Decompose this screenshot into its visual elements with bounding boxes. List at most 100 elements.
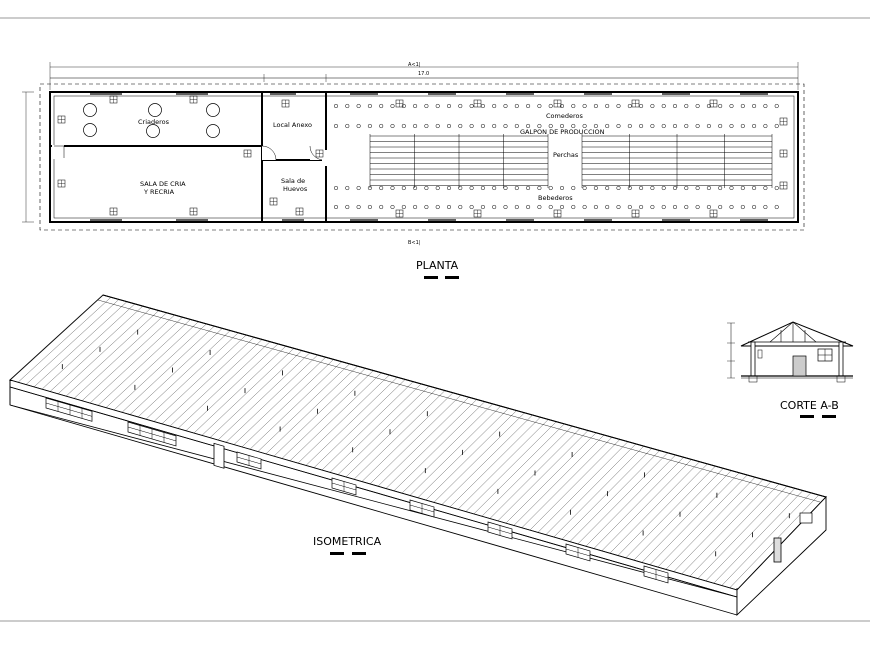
feeder-circle [413, 123, 418, 129]
feeder-circle [514, 204, 519, 210]
feeder-circle [752, 185, 757, 191]
room-label-comederos: Comederos [546, 112, 583, 120]
feeder-circle [469, 103, 474, 109]
feeder-circle [752, 123, 757, 129]
feeder-circle [661, 185, 666, 191]
feeder-circle [480, 185, 485, 191]
window-symbol [315, 149, 324, 158]
feeder-circle [706, 123, 711, 129]
window-symbol [281, 99, 290, 108]
section-door [792, 355, 807, 377]
feeder-circle [740, 185, 745, 191]
feeder-circle [740, 103, 745, 109]
feeder-circle [729, 204, 734, 210]
feeder-circle [424, 185, 429, 191]
window-symbols [57, 95, 788, 218]
feeder-circle [571, 185, 576, 191]
feeder-circle [345, 204, 350, 210]
feeder-circle [672, 123, 678, 129]
feeder-circle [559, 103, 565, 109]
isometric-window [236, 451, 262, 470]
feeder-circle [548, 103, 553, 109]
feeder-circle [367, 204, 372, 210]
feeder-circle [435, 123, 440, 129]
feeder-circle [390, 123, 395, 129]
feeder-circle [605, 185, 610, 191]
feeder-circle [706, 204, 711, 210]
feeder-circle [446, 123, 452, 129]
feeder-circle [446, 185, 452, 191]
feeder-circle [345, 103, 350, 109]
feeder-circle [526, 185, 531, 191]
feeder-circle [424, 103, 429, 109]
feeder-circle [672, 185, 678, 191]
room-label-huevos: Huevos [283, 185, 308, 193]
feeder-circle [537, 204, 542, 210]
feeder-circle [774, 123, 779, 129]
feeder-circle [458, 123, 463, 129]
feeder-circle [559, 123, 565, 129]
window-symbol [779, 149, 788, 158]
perches [369, 134, 773, 188]
feeder-circle [593, 204, 598, 210]
feeder-circle [740, 204, 745, 210]
feeder-circle [695, 103, 700, 109]
feeder-circle [514, 185, 519, 191]
window-symbol [269, 197, 278, 206]
feeder-circle [548, 123, 553, 129]
feeder-circle [616, 123, 621, 129]
room-label-perchas: Perchas [553, 151, 579, 159]
roof-fasteners [61, 329, 790, 557]
window-symbol [473, 209, 482, 218]
room-label-galpon: GALPON DE PRODUCCION [520, 128, 605, 136]
isometric-window [331, 477, 357, 496]
feeder-circle [718, 204, 723, 210]
feeder-circle [571, 204, 576, 210]
feeder-circle [458, 185, 463, 191]
feeder-circle [774, 204, 779, 210]
title-planta-scalebar-2 [445, 276, 459, 279]
feeder-circle [413, 103, 418, 109]
feeder-circle [571, 123, 576, 129]
feeder-circle [593, 185, 598, 191]
feeder-circle [413, 204, 418, 210]
feeder-circle [379, 185, 384, 191]
plan-windows [90, 93, 768, 221]
window-symbol [57, 179, 66, 188]
section-a-b: CORTE A-B [727, 321, 854, 418]
feeder-circle [333, 204, 339, 210]
feeder-circle [616, 204, 621, 210]
feeder-rows [333, 103, 779, 210]
window-symbol [109, 207, 118, 216]
section-mark-bottom: B<1| [408, 240, 421, 246]
window-symbol [709, 209, 718, 218]
feeder-circle [605, 123, 610, 129]
feeder-circle [514, 123, 519, 129]
feeder-circle [639, 204, 644, 210]
feeder-circle [695, 123, 700, 129]
feeder-circle [763, 103, 768, 109]
feeder-circle [718, 123, 723, 129]
feeder-circle [605, 103, 610, 109]
feeder-circle [492, 185, 497, 191]
feeder-circle [763, 123, 768, 129]
feeder-circle [548, 185, 553, 191]
feeder-circle [582, 204, 587, 210]
window-symbol [109, 95, 118, 104]
feeder-circle [390, 103, 395, 109]
feeder-circle [571, 103, 576, 109]
feeder-circle [616, 103, 621, 109]
feeder-circle [684, 123, 689, 129]
feeder-circle [616, 185, 621, 191]
feeder-circle [582, 185, 587, 191]
window-symbol [631, 99, 640, 108]
feeder-circle [503, 123, 508, 129]
isometric-window [565, 543, 591, 562]
feeder-circle [480, 204, 485, 210]
feeder-circle [672, 204, 678, 210]
window-symbol [395, 99, 404, 108]
feeder-circle [774, 103, 779, 109]
feeder-circle [695, 204, 700, 210]
title-corte: CORTE A-B [780, 399, 839, 412]
